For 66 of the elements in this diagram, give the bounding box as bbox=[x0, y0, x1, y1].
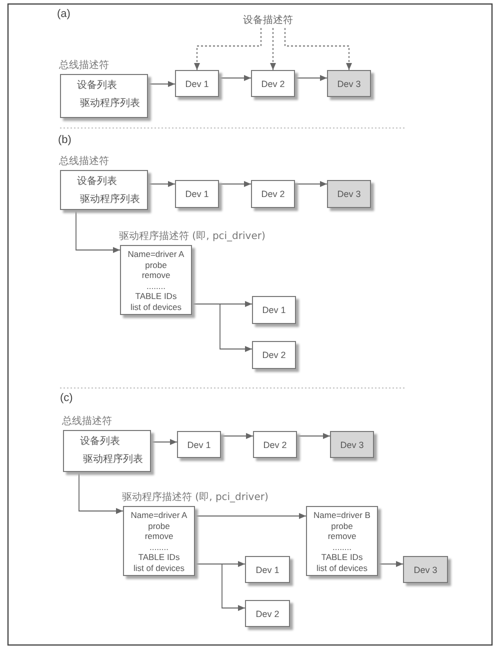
device-box: Dev 1 bbox=[245, 556, 290, 583]
device-box: Dev 3 bbox=[403, 556, 448, 583]
descriptor-label: 设备描述符 bbox=[243, 13, 303, 28]
list-entry: list of devices bbox=[315, 562, 369, 573]
dashed-arrow bbox=[194, 28, 262, 70]
device-box: Dev 2 bbox=[252, 341, 296, 369]
arrow bbox=[78, 472, 124, 514]
arrow bbox=[194, 564, 246, 611]
panel-label: (c) bbox=[60, 392, 73, 404]
arrow bbox=[148, 81, 176, 87]
list-entry: Name=driver A bbox=[126, 249, 186, 260]
device-box: Dev 3 bbox=[327, 70, 371, 97]
device-box: Dev 2 bbox=[251, 180, 295, 208]
device-box: Dev 1 bbox=[252, 296, 296, 324]
arrow bbox=[218, 75, 252, 81]
list-entry: probe bbox=[144, 260, 168, 270]
device-box: Dev 3 bbox=[327, 180, 371, 208]
device-box: Dev 2 bbox=[251, 70, 295, 97]
device-box: Dev 3 bbox=[330, 431, 374, 458]
arrow bbox=[150, 439, 178, 445]
box-heading: 驱动程序描述符 (即, pci_driver) bbox=[122, 492, 268, 504]
arrow bbox=[194, 513, 306, 519]
list-entry: remove bbox=[144, 531, 174, 542]
list-entry: ........ bbox=[148, 542, 170, 552]
descriptor-box bbox=[306, 506, 378, 576]
dashed-arrow bbox=[270, 28, 276, 70]
list-entry: 设备列表 bbox=[80, 435, 121, 448]
device-box: Dev 2 bbox=[253, 431, 297, 458]
list-entry: 驱动程序列表 bbox=[80, 193, 141, 206]
arrow bbox=[220, 433, 254, 439]
box-heading: 总线描述符 bbox=[62, 416, 112, 428]
arrow bbox=[148, 181, 176, 187]
list-entry: 设备列表 bbox=[77, 79, 118, 92]
device-box: Dev 1 bbox=[177, 431, 221, 458]
list-entry: list of devices bbox=[129, 302, 183, 312]
list-entry: 驱动程序列表 bbox=[80, 97, 141, 110]
list-entry: Name=driver B bbox=[312, 510, 372, 520]
box-heading: 总线描述符 bbox=[59, 60, 109, 72]
list-entry: ........ bbox=[332, 542, 352, 552]
list-entry: list of devices bbox=[132, 562, 186, 573]
box-heading: 总线描述符 bbox=[59, 156, 109, 168]
list-entry: remove bbox=[140, 270, 172, 280]
dashed-arrow bbox=[284, 28, 352, 70]
list-entry: TABLE IDs bbox=[137, 552, 181, 562]
list-entry: remove bbox=[326, 531, 358, 542]
arrow bbox=[294, 75, 328, 81]
list-entry: 驱动程序列表 bbox=[83, 453, 144, 466]
device-box: Dev 1 bbox=[175, 70, 219, 97]
arrow bbox=[76, 210, 120, 253]
list-entry: TABLE IDs bbox=[320, 552, 364, 562]
arrow bbox=[294, 181, 328, 187]
list-entry: ........ bbox=[146, 280, 166, 291]
list-entry: probe bbox=[330, 520, 354, 531]
box-heading: 驱动程序描述符 (即, pci_driver) bbox=[119, 231, 266, 243]
arrow bbox=[192, 304, 252, 352]
list-entry: probe bbox=[147, 520, 171, 531]
arrow bbox=[218, 181, 252, 187]
list-entry: Name=driver A bbox=[130, 510, 188, 520]
panel-label: (b) bbox=[58, 134, 72, 146]
arrow bbox=[296, 433, 330, 439]
list-entry: TABLE IDs bbox=[134, 291, 178, 302]
panel-label: (a) bbox=[57, 8, 70, 20]
list-entry: 设备列表 bbox=[77, 175, 118, 188]
arrow bbox=[378, 561, 404, 567]
device-box: Dev 2 bbox=[245, 600, 290, 627]
device-box: Dev 1 bbox=[175, 180, 219, 208]
